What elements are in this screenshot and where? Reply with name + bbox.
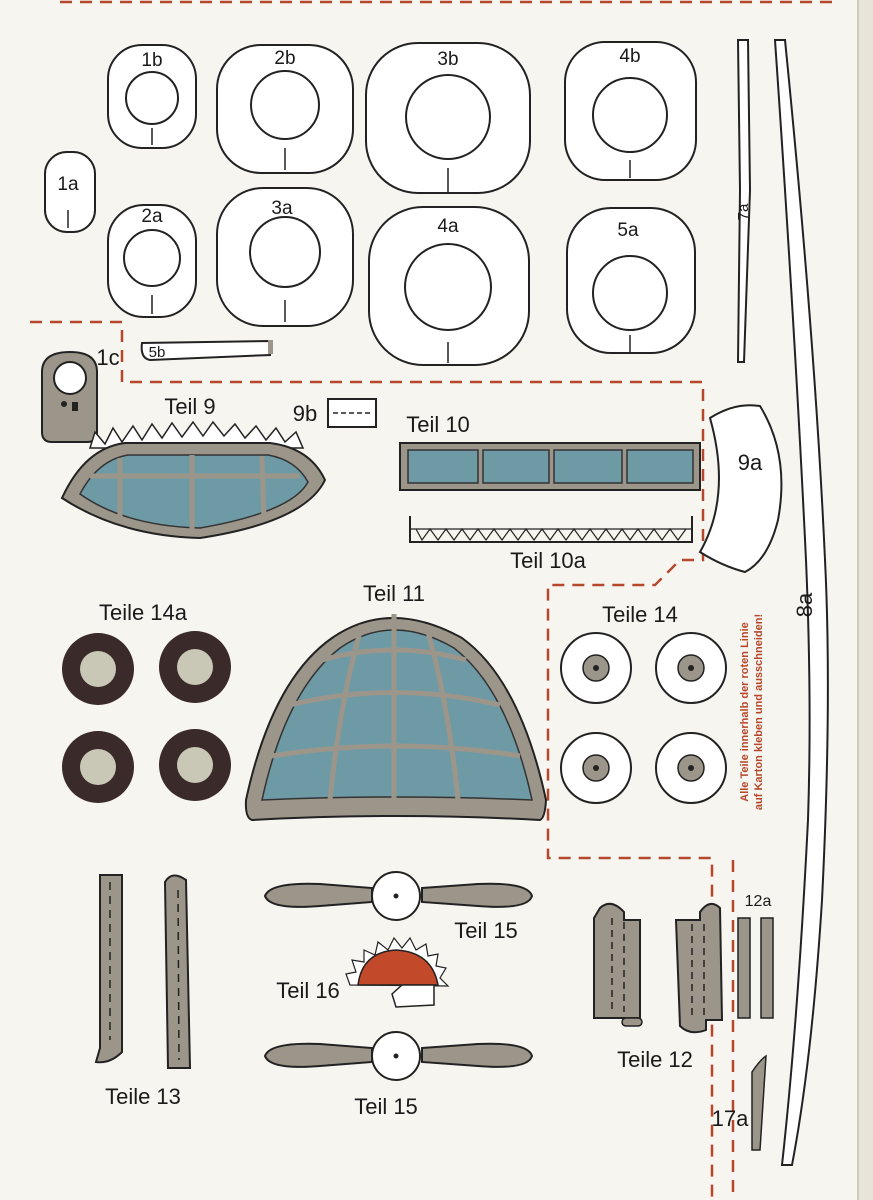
wheel-14-3 bbox=[560, 732, 632, 804]
former-2b: 2b bbox=[216, 44, 354, 174]
strut-13-1 bbox=[94, 874, 123, 1064]
part-teil-16: Teil 16 bbox=[276, 936, 450, 1008]
wheel-14a-2 bbox=[159, 631, 231, 703]
strut-13-2 bbox=[163, 874, 192, 1069]
label-teile-14: Teile 14 bbox=[602, 602, 678, 627]
label-4a: 4a bbox=[437, 216, 459, 237]
part-teil-10: Teil 10 bbox=[399, 412, 701, 491]
label-9b: 9b bbox=[293, 401, 317, 426]
part-teil-15-bottom: Teil 15 bbox=[263, 1031, 534, 1119]
label-teil-16: Teil 16 bbox=[276, 978, 340, 1003]
wheel-14-1 bbox=[560, 632, 632, 704]
former-1b: 1b bbox=[107, 44, 197, 149]
instruction-note: Alle Teile innerhalb der roten Linie auf… bbox=[739, 614, 765, 810]
former-5a: 5a bbox=[566, 207, 696, 354]
part-teile-14a: Teile 14a bbox=[62, 600, 231, 803]
label-3a: 3a bbox=[271, 198, 293, 219]
label-2b: 2b bbox=[274, 48, 295, 69]
label-1a: 1a bbox=[57, 174, 79, 195]
former-3a: 3a bbox=[216, 187, 354, 327]
part-1c: 1c bbox=[41, 345, 120, 443]
leg-12-2 bbox=[674, 902, 724, 1034]
former-3b: 3b bbox=[365, 42, 531, 194]
label-17a: 17a bbox=[712, 1106, 749, 1131]
part-teil-10a: Teil 10a bbox=[409, 516, 693, 573]
label-5a: 5a bbox=[617, 220, 639, 241]
label-teil-11: Teil 11 bbox=[363, 581, 425, 606]
part-12a: 12a bbox=[737, 893, 774, 1019]
part-17a: 17a bbox=[712, 1054, 767, 1151]
wheel-14a-3 bbox=[62, 731, 134, 803]
strip-8a: 8a bbox=[773, 39, 829, 1166]
former-4b: 4b bbox=[564, 41, 697, 181]
part-teile-12: Teile 12 bbox=[593, 902, 724, 1072]
label-teil-15-bottom: Teil 15 bbox=[354, 1094, 418, 1119]
label-9a: 9a bbox=[738, 450, 763, 475]
note-line-2: auf Karton kleben und ausschneiden! bbox=[753, 614, 765, 810]
label-teil-10a: Teil 10a bbox=[510, 548, 587, 573]
label-8a: 8a bbox=[792, 592, 817, 617]
label-3b: 3b bbox=[437, 49, 458, 70]
label-teil-15-top: Teil 15 bbox=[454, 918, 518, 943]
label-4b: 4b bbox=[619, 46, 640, 67]
page-edge bbox=[858, 0, 873, 1200]
note-line-1: Alle Teile innerhalb der roten Linie bbox=[739, 622, 751, 802]
former-2a: 2a bbox=[107, 204, 197, 318]
label-teile-13: Teile 13 bbox=[105, 1084, 181, 1109]
label-5b: 5b bbox=[149, 344, 166, 361]
former-4a: 4a bbox=[368, 206, 530, 366]
label-teile-12: Teile 12 bbox=[617, 1047, 693, 1072]
label-teile-14a: Teile 14a bbox=[99, 600, 188, 625]
red-cut-lines bbox=[30, 0, 840, 1200]
label-1c: 1c bbox=[96, 345, 119, 370]
label-2a: 2a bbox=[141, 206, 163, 227]
strip-7a: 7a bbox=[735, 39, 752, 363]
part-9a: 9a bbox=[698, 404, 783, 574]
label-teil-9: Teil 9 bbox=[164, 394, 215, 419]
leg-12-1 bbox=[593, 902, 643, 1027]
part-5b: 5b bbox=[140, 339, 273, 362]
label-1b: 1b bbox=[141, 50, 162, 71]
part-teile-14: Teile 14 bbox=[560, 602, 727, 804]
label-12a: 12a bbox=[745, 893, 772, 910]
part-9b: 9b bbox=[293, 398, 377, 428]
label-7a: 7a bbox=[735, 203, 752, 220]
part-teil-11: Teil 11 bbox=[244, 581, 548, 822]
part-teil-15-top: Teil 15 bbox=[263, 871, 534, 943]
part-teil-9: Teil 9 bbox=[60, 394, 327, 540]
wheel-14-2 bbox=[655, 632, 727, 704]
part-teile-13: Teile 13 bbox=[94, 874, 192, 1109]
wheel-14a-4 bbox=[159, 729, 231, 801]
former-1a: 1a bbox=[44, 151, 96, 233]
wheel-14-4 bbox=[655, 732, 727, 804]
wheel-14a-1 bbox=[62, 633, 134, 705]
label-teil-10: Teil 10 bbox=[406, 412, 470, 437]
